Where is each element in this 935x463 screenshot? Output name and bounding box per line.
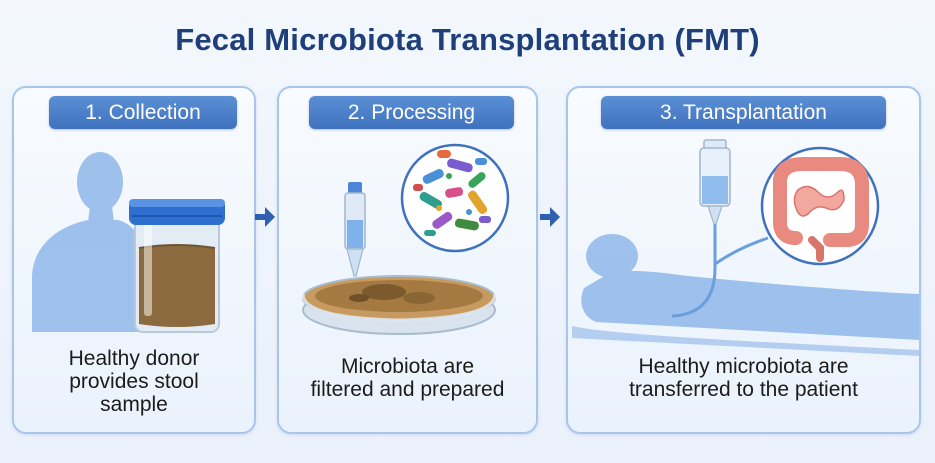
caption-line: Healthy donor bbox=[68, 347, 200, 370]
bacteria-icon bbox=[400, 143, 510, 253]
collection-panel: 1. Collection Healthy donor provides sto… bbox=[12, 86, 256, 434]
arrow-right-icon bbox=[540, 207, 560, 227]
caption-line: Microbiota are bbox=[340, 355, 475, 378]
transplantation-caption: Healthy microbiota are transferred to th… bbox=[568, 355, 919, 401]
caption-line: sample bbox=[100, 393, 168, 416]
person-silhouette-icon bbox=[32, 152, 142, 332]
arrow-right-icon bbox=[255, 207, 275, 227]
intestine-icon bbox=[760, 146, 880, 266]
processing-panel: 2. Processing Microbiota are filtered an… bbox=[277, 86, 538, 434]
step-badge-transplantation: 3. Transplantation bbox=[601, 96, 886, 129]
caption-line: Healthy microbiota are bbox=[638, 355, 849, 378]
petri-dish-icon bbox=[301, 275, 497, 335]
caption-line: provides stool bbox=[69, 370, 199, 393]
transplantation-illustration bbox=[572, 139, 919, 356]
processing-caption: Microbiota are filtered and prepared bbox=[279, 355, 536, 401]
step-badge-collection: 1. Collection bbox=[49, 96, 237, 129]
processing-illustration bbox=[301, 143, 510, 335]
iv-bag-icon bbox=[699, 139, 731, 225]
stool-jar-icon bbox=[129, 199, 225, 333]
caption-line: transferred to the patient bbox=[629, 378, 858, 401]
pipette-icon bbox=[344, 182, 366, 277]
caption-line: filtered and prepared bbox=[310, 378, 505, 401]
step-badge-processing: 2. Processing bbox=[309, 96, 514, 129]
diagram-title: Fecal Microbiota Transplantation (FMT) bbox=[175, 22, 760, 57]
transplantation-panel: 3. Transplantation Healthy microbiota ar… bbox=[566, 86, 921, 434]
patient-icon bbox=[572, 234, 919, 356]
collection-caption: Healthy donor provides stool sample bbox=[14, 347, 254, 416]
collection-illustration bbox=[32, 152, 225, 333]
